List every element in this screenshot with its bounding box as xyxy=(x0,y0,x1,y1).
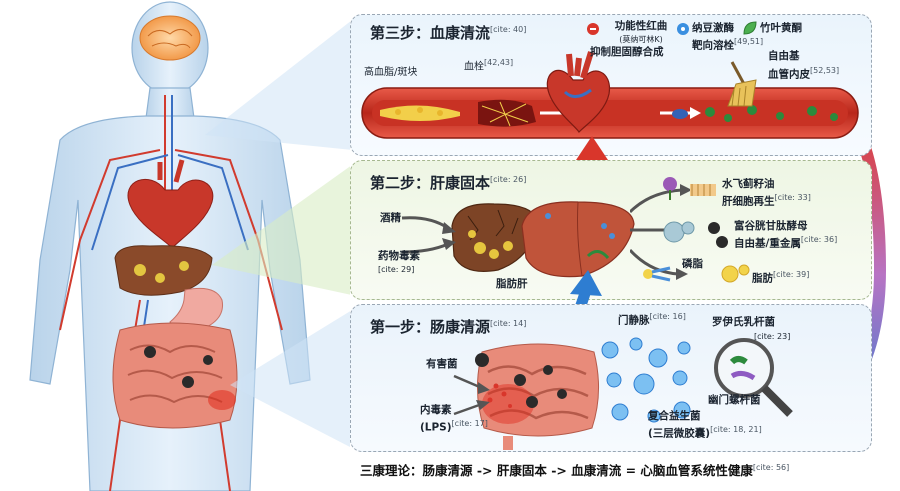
label-reuteri-cite: [cite: 23] xyxy=(754,332,791,341)
human-body-illustration xyxy=(29,1,350,491)
plaque xyxy=(380,105,460,121)
label-portal-vein: 门静脉[cite: 16] xyxy=(618,312,686,327)
label-probiotic: 复合益生菌(三层微胶囊)[cite: 18, 21] xyxy=(648,410,762,440)
step3-title: 第三步：血康清流[cite: 40] xyxy=(370,24,527,42)
magnifier-icon xyxy=(714,338,793,417)
liver-icon xyxy=(451,203,539,272)
label-fatty-liver: 脂肪肝 xyxy=(496,278,528,290)
step2-title: 第二步：肝康固本[cite: 26] xyxy=(370,174,527,192)
label-milk-thistle: 水飞蓟籽油肝细胞再生[cite: 33] xyxy=(722,178,811,208)
footer-summary: 三康理论：肠康清源 -> 肝康固本 -> 血康清流 = 心脑血管系统性健康[ci… xyxy=(360,462,790,478)
connector-intestine xyxy=(230,311,350,447)
thistle-icon xyxy=(663,177,677,200)
label-reuteri: 罗伊氏乳杆菌 xyxy=(712,316,775,328)
bacteria-icon xyxy=(475,353,567,408)
label-fat: 脂肪[cite: 39] xyxy=(752,270,810,285)
liver-icon xyxy=(114,245,213,296)
label-bamboo: 竹叶黄酮 xyxy=(760,22,802,34)
free-radical-icon xyxy=(708,222,728,248)
brain-icon xyxy=(139,15,201,61)
label-endotoxin: 内毒素(LPS)[cite: 17] xyxy=(420,404,488,434)
label-red-yeast-effect: 抑制胆固醇合成 xyxy=(590,46,664,58)
cell-membrane-icon xyxy=(690,184,716,196)
label-phospholipid: 磷脂 xyxy=(682,258,703,270)
intestine-icon xyxy=(112,322,238,429)
yeast-icon xyxy=(663,221,695,243)
heart-icon xyxy=(127,159,214,249)
connector-vessel xyxy=(205,21,350,150)
red-yeast-icon xyxy=(587,23,599,35)
label-thrombus: 血栓[42,43] xyxy=(464,58,514,73)
arrows-toxins xyxy=(401,216,456,254)
heart-icon xyxy=(546,51,611,133)
natto-icon xyxy=(677,23,689,35)
broom-icon xyxy=(727,61,757,107)
label-high-lipid: 高血脂/斑块 xyxy=(364,67,418,78)
connector-liver xyxy=(212,166,350,295)
label-red-yeast: 功能性红曲(莫纳可林K) xyxy=(614,20,668,44)
arrows-harmful xyxy=(453,374,490,416)
label-endothelium: 血管内皮[52,53] xyxy=(768,66,840,81)
liver-icon xyxy=(521,201,635,278)
label-pylori: 幽门螺杆菌 xyxy=(708,394,761,406)
probiotic-capsules xyxy=(601,337,691,423)
label-drug-toxin: 药物毒素[cite: 29] xyxy=(378,250,420,274)
intestine-icon xyxy=(476,343,600,450)
label-alcohol: 酒精 xyxy=(380,212,401,224)
label-gsh-yeast: 富谷胱甘肽酵母自由基/重金属[cite: 36] xyxy=(734,220,838,250)
label-harmful-bacteria: 有害菌 xyxy=(426,358,458,370)
fat-droplet-icon xyxy=(721,264,750,283)
label-natto: 纳豆激酶靶向溶栓[49,51] xyxy=(692,22,764,52)
label-free-radical: 自由基 xyxy=(768,50,800,62)
phospholipid-icon xyxy=(643,266,671,282)
leaf-icon xyxy=(743,21,757,35)
step1-title: 第一步：肠康清源[cite: 14] xyxy=(370,318,527,336)
